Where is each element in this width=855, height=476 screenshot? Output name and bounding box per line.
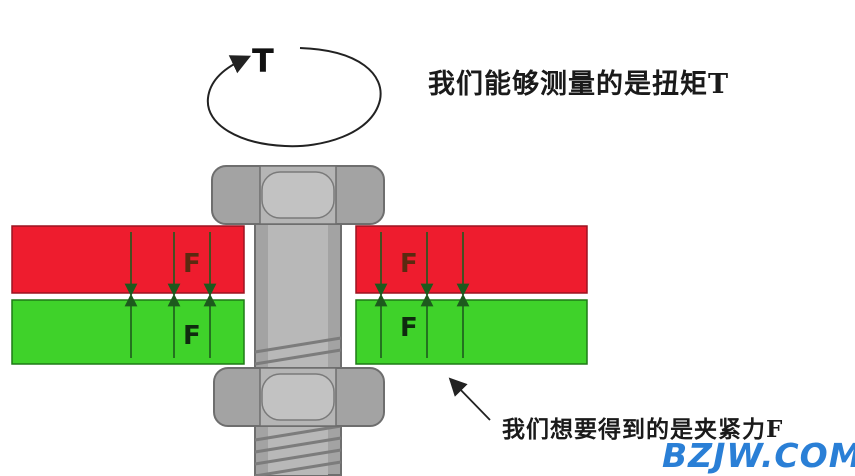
torque-label: T bbox=[252, 42, 274, 80]
caption-torque: 我们能够测量的是扭矩T bbox=[428, 69, 730, 100]
force-label-red-right: F bbox=[400, 249, 418, 279]
clamp-pointer-arrow bbox=[448, 377, 491, 421]
force-label-red-left: F bbox=[183, 249, 201, 279]
torque-rotation-arrow bbox=[206, 47, 382, 148]
bolt-head bbox=[211, 165, 385, 225]
force-arrows-down bbox=[124, 232, 470, 297]
bolt-thread bbox=[254, 336, 342, 476]
nut bbox=[213, 367, 385, 427]
watermark-logo: BZJW.COM bbox=[662, 436, 855, 475]
caption-clamp-force: 我们想要得到的是夹紧力F bbox=[502, 416, 784, 443]
lower-plate bbox=[11, 299, 588, 365]
force-label-green-right: F bbox=[400, 313, 418, 343]
force-label-green-left: F bbox=[183, 321, 201, 351]
force-arrows-up bbox=[124, 293, 470, 358]
upper-plate bbox=[11, 225, 588, 294]
